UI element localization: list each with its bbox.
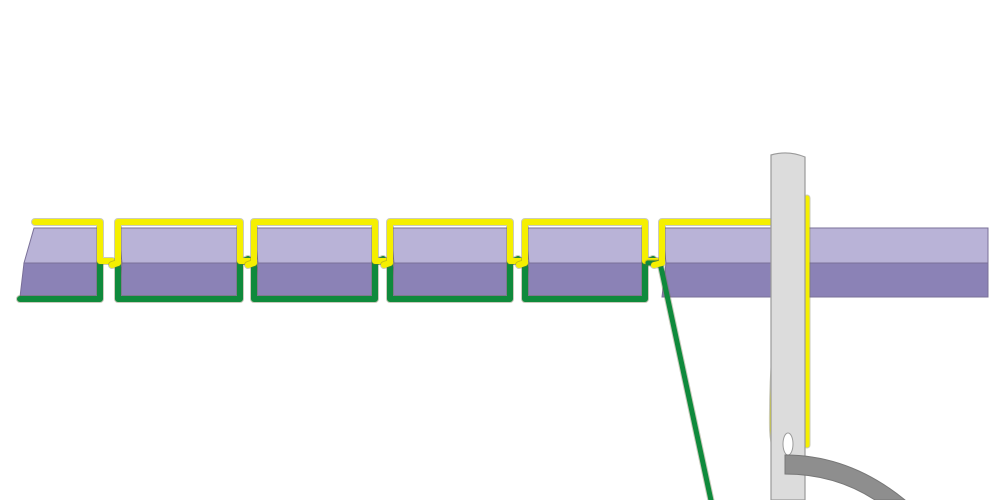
fabric-bottom-segment [19, 262, 101, 298]
rotary-hook [784, 454, 906, 500]
fabric-top-segment [253, 227, 376, 264]
fabric-layers [19, 227, 989, 298]
needle [770, 152, 906, 500]
bobbin-thread-lead [645, 260, 714, 500]
bobbin-thread-stitch [17, 260, 103, 302]
fabric-bottom-continuing [799, 262, 989, 298]
fabric-top-segment [524, 227, 646, 264]
needle-eye [782, 432, 794, 456]
fabric-bottom-segment [117, 262, 241, 298]
needle-shaft [770, 152, 806, 500]
fabric-bottom-segment [524, 262, 646, 298]
needle-thread-stitch [32, 219, 115, 264]
fabric-bottom-segment [253, 262, 376, 298]
fabric-bottom-segment [389, 262, 511, 298]
fabric-bottom-segment [661, 262, 781, 298]
needle-thread-stitch [381, 219, 525, 268]
fabric-top-segment [23, 227, 101, 264]
fabric-top-segment [661, 227, 781, 264]
needle-thread-stitch [109, 219, 255, 268]
fabric-top-segment [389, 227, 511, 264]
needle-thread-stitch [245, 219, 390, 268]
fabric-top-continuing [799, 227, 989, 264]
fabric-top-segment [117, 227, 241, 264]
